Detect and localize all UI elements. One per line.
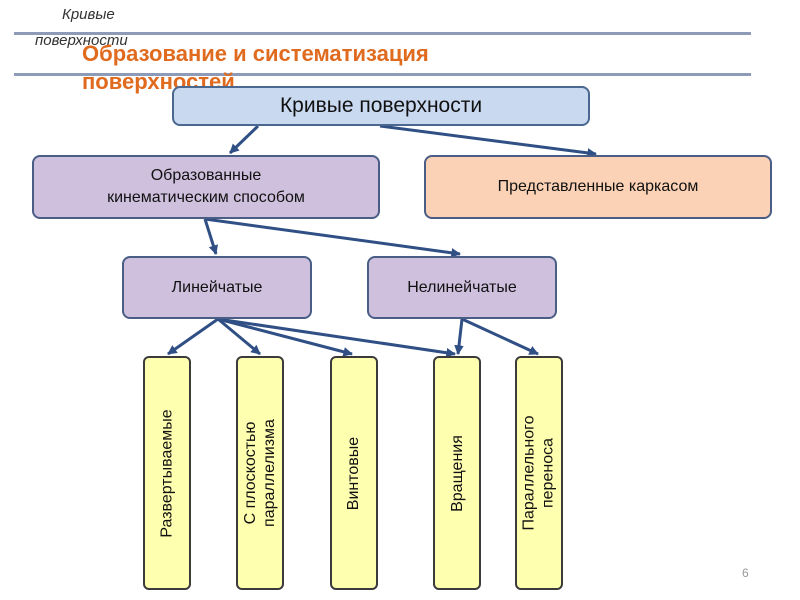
node-kinematic-line1: Образованные	[150, 167, 262, 184]
node-curved-surfaces: Кривые поверхности	[172, 86, 590, 126]
leaf-rotation-text: Вращения	[448, 434, 466, 512]
leaf-translation-label: Параллельного переноса	[520, 415, 558, 530]
header-rule-top	[14, 32, 751, 35]
leaf-helical-text: Винтовые	[345, 436, 363, 510]
node-kinematic-line2: кинематическим способом	[107, 189, 305, 206]
node-framework: Представленные каркасом	[424, 155, 772, 219]
small-title-line1: Кривые	[62, 6, 115, 23]
arrow-ruled-to-developable	[167, 317, 219, 356]
header-rule-bottom	[14, 73, 751, 76]
arrow-kinematic-to-nonruled	[204, 217, 461, 258]
node-nonruled-label: Нелинейчатые	[407, 278, 517, 296]
node-ruled: Линейчатые	[122, 256, 312, 319]
leaf-translation-line2: переноса	[540, 438, 557, 508]
node-kinematic-label: Образованные кинематическим способом	[107, 165, 305, 209]
small-title-line2: поверхности	[35, 32, 128, 49]
node-framework-label: Представленные каркасом	[497, 178, 699, 195]
leaf-rotation: Вращения	[433, 356, 481, 590]
leaf-helical-label: Винтовые	[345, 436, 364, 509]
node-ruled-label: Линейчатые	[171, 278, 263, 296]
leaf-rotation-label: Вращения	[448, 435, 467, 512]
leaf-developable-text: Развертываемые	[158, 408, 176, 538]
leaf-parallelism-line2: параллелизма	[261, 419, 278, 527]
arrow-nonruled-to-translation	[461, 317, 539, 356]
arrow-root-to-framework	[379, 124, 597, 158]
node-curved-surfaces-label: Кривые поверхности	[279, 94, 483, 117]
arrow-nonruled-to-rotation	[454, 318, 464, 355]
page-number: 6	[742, 566, 749, 580]
leaf-developable: Развертываемые	[143, 356, 191, 590]
arrow-ruled-to-parallelism	[217, 317, 261, 356]
leaf-helical: Винтовые	[330, 356, 378, 590]
leaf-translation: Параллельного переноса	[515, 356, 563, 590]
leaf-translation-line1: Параллельного	[521, 415, 538, 531]
leaf-parallelism: С плоскостью параллелизма	[236, 356, 284, 590]
leaf-developable-label: Развертываемые	[158, 409, 177, 537]
arrow-root-to-kinematic	[228, 124, 260, 155]
slide-title-line1: Образование и систематизация	[82, 41, 429, 66]
arrow-ruled-to-helical	[217, 317, 353, 357]
arrow-ruled-to-rotation	[217, 317, 456, 358]
node-kinematic: Образованные кинематическим способом	[32, 155, 380, 219]
arrow-kinematic-to-ruled	[203, 218, 218, 255]
node-nonruled: Нелинейчатые	[367, 256, 557, 319]
leaf-parallelism-line1: С плоскостью	[242, 421, 259, 525]
leaf-parallelism-label: С плоскостью параллелизма	[241, 419, 279, 527]
